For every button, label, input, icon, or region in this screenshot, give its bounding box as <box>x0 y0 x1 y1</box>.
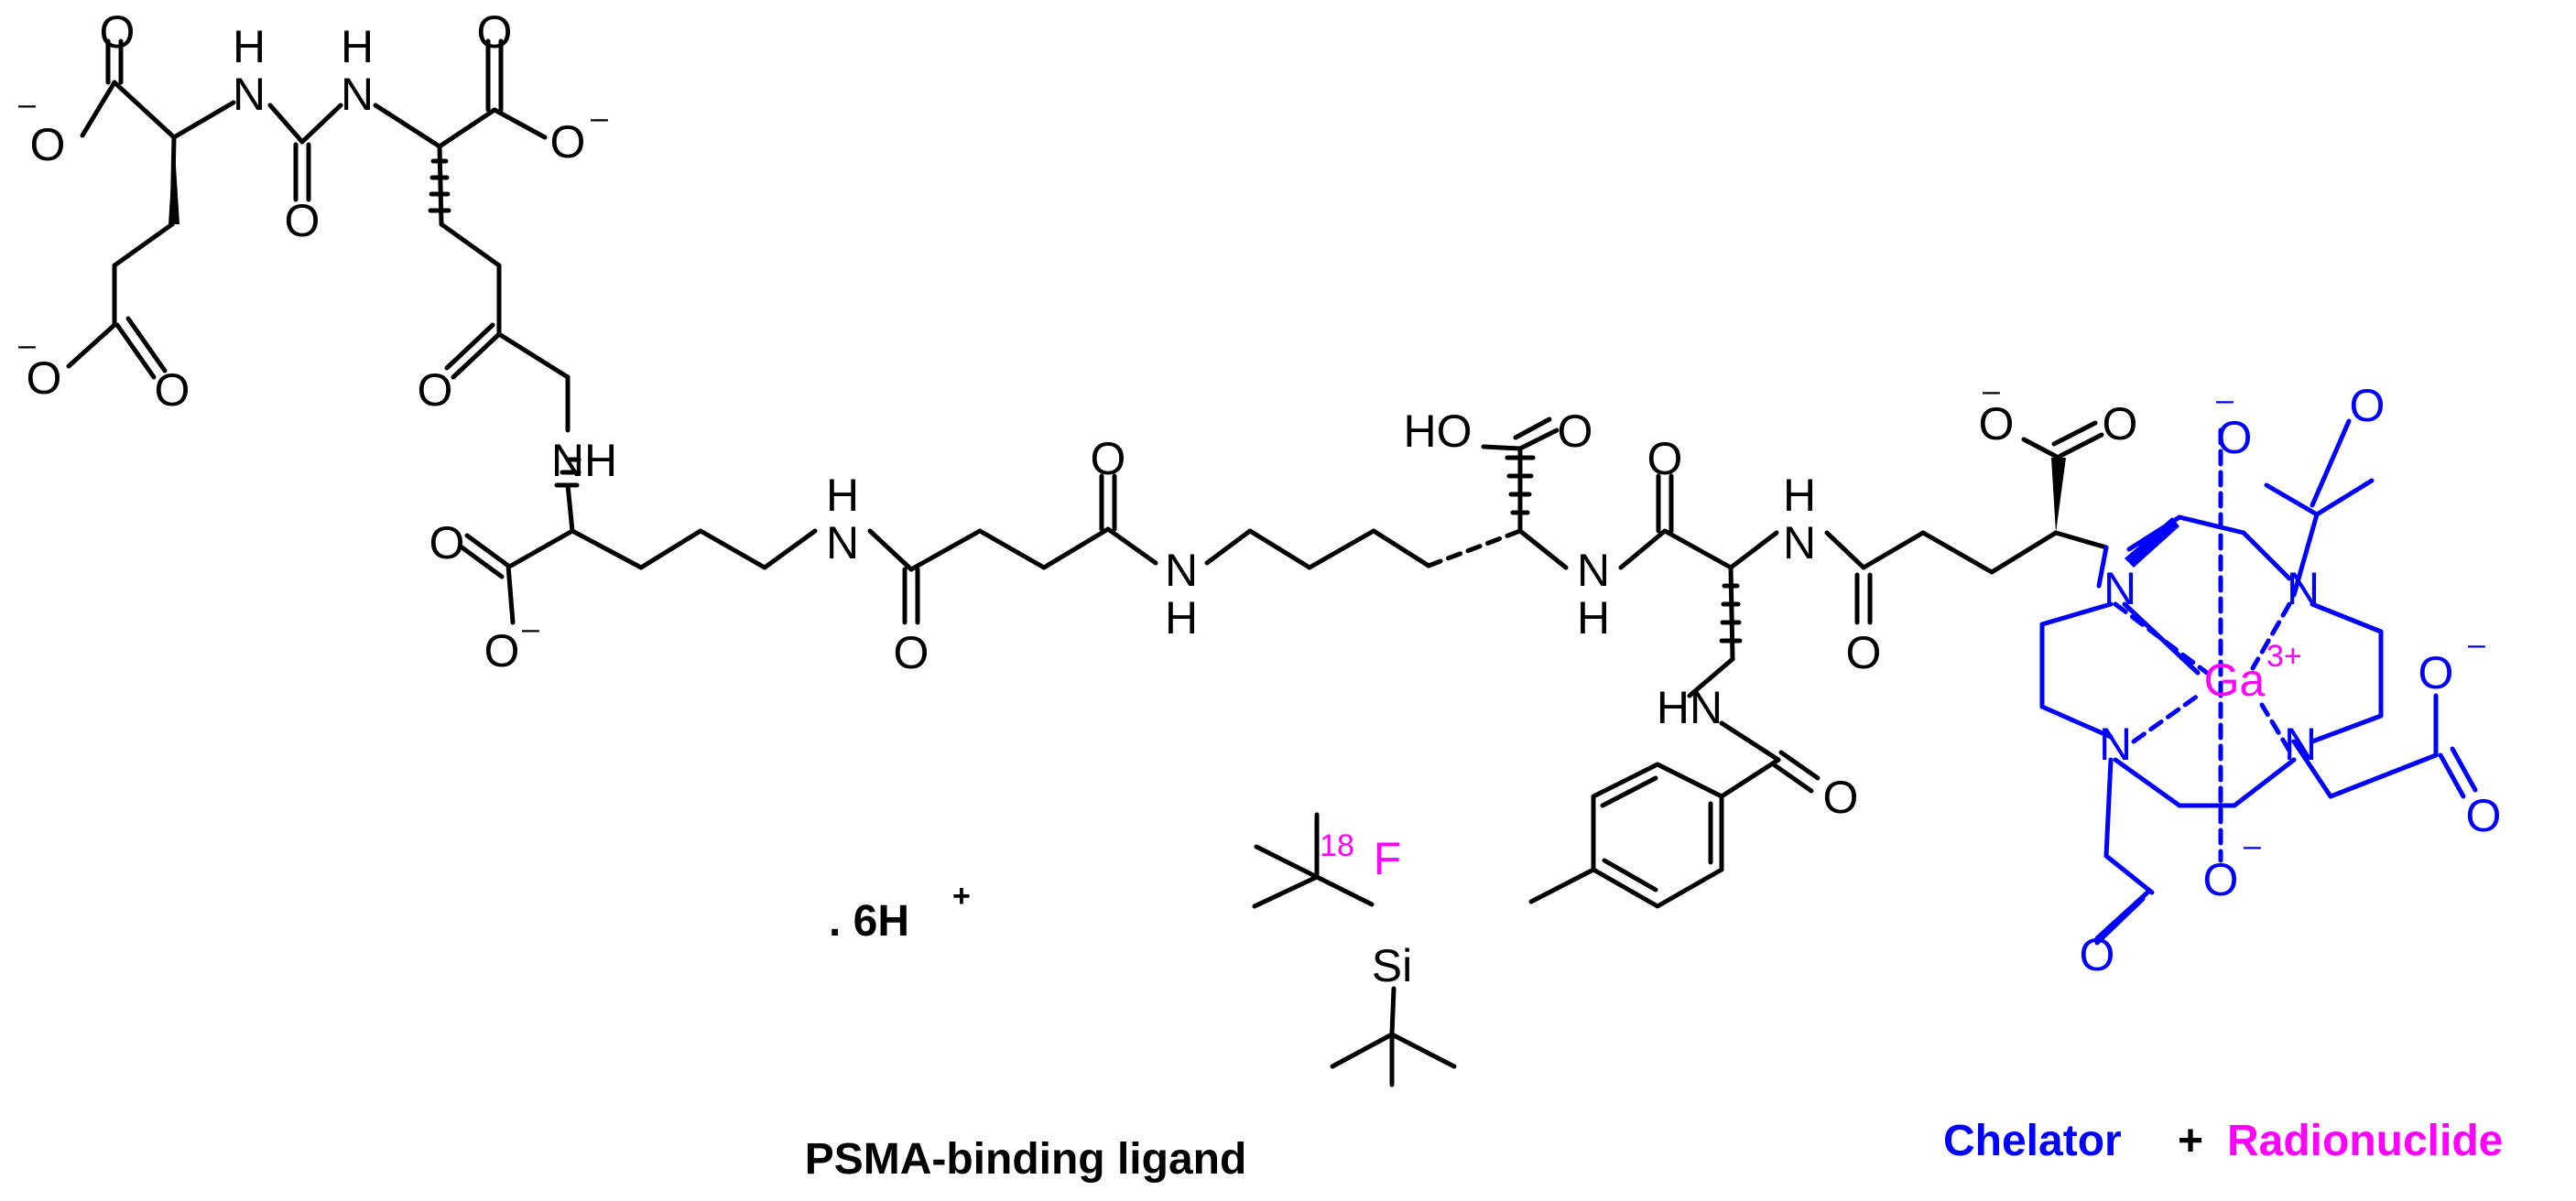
svg-text:O: O <box>1979 398 2015 449</box>
svg-text:+: + <box>952 879 971 914</box>
chelator-bonds <box>2039 418 2478 946</box>
svg-text:–: – <box>2468 627 2485 662</box>
svg-text:O: O <box>484 625 520 676</box>
chelator-caption: Chelator <box>1943 1117 2122 1165</box>
svg-text:O: O <box>27 352 62 404</box>
svg-text:–: – <box>2216 383 2234 417</box>
svg-text:–: – <box>1983 373 2000 408</box>
svg-text:N: N <box>1577 545 1610 596</box>
svg-text:N: N <box>2287 563 2320 614</box>
svg-text:N: N <box>341 69 374 120</box>
svg-text:O: O <box>429 517 465 568</box>
svg-text:O: O <box>1558 406 1593 457</box>
svg-text:H: H <box>826 470 859 521</box>
plus-caption: + <box>2178 1117 2203 1165</box>
chelator-stereo-bonds <box>2125 517 2179 568</box>
svg-text:O: O <box>2217 412 2253 463</box>
svg-text:O: O <box>550 116 586 168</box>
ligand-stereo-bonds <box>168 137 2066 644</box>
svg-text:HN: HN <box>1657 682 1723 733</box>
proton-counterion-label: . 6H + <box>829 879 971 946</box>
svg-text:HO: HO <box>1404 406 1473 457</box>
svg-text:O: O <box>1823 772 1859 823</box>
gallium-label: Ga 3+ <box>2204 639 2302 706</box>
radionuclide-caption: Radionuclide <box>2227 1117 2503 1165</box>
svg-text:H: H <box>233 21 266 72</box>
svg-text:O: O <box>894 627 929 678</box>
svg-text:O: O <box>2418 647 2454 698</box>
svg-text:–: – <box>2244 828 2261 863</box>
svg-text:N: N <box>233 69 266 120</box>
svg-text:Ga: Ga <box>2204 655 2266 706</box>
ligand-caption: PSMA-binding ligand <box>805 1135 1247 1184</box>
svg-text:H: H <box>1165 592 1198 644</box>
svg-text:O: O <box>1647 433 1683 484</box>
svg-text:O: O <box>2080 929 2115 980</box>
svg-text:Si: Si <box>1372 940 1412 991</box>
svg-text:O: O <box>30 119 66 170</box>
svg-text:O: O <box>100 6 136 58</box>
svg-text:H: H <box>1783 470 1816 521</box>
svg-text:N: N <box>2284 719 2317 770</box>
svg-text:H: H <box>341 21 374 72</box>
svg-text:18: 18 <box>1320 828 1354 863</box>
svg-text:–: – <box>522 611 539 646</box>
svg-text:N: N <box>1783 517 1816 568</box>
svg-text:N: N <box>2103 563 2136 614</box>
svg-text:O: O <box>2350 380 2386 431</box>
svg-text:3+: 3+ <box>2266 639 2302 674</box>
svg-text:O: O <box>1091 433 1126 484</box>
svg-text:N: N <box>826 517 859 568</box>
ligand-atom-labels: O O – H N H N O O O – O – O O NH O O – H… <box>18 6 2137 991</box>
svg-text:O: O <box>285 195 321 246</box>
svg-text:N: N <box>2099 719 2132 770</box>
chelator-atom-labels: N N N N O – O O – O O – O <box>2080 380 2502 980</box>
svg-text:–: – <box>591 101 608 135</box>
chelator-radionuclide-caption: Chelator + Radionuclide <box>1943 1117 2503 1165</box>
svg-text:O: O <box>1846 627 1882 678</box>
fluorine-18-label: 18 F <box>1320 828 1401 884</box>
svg-text:H: H <box>1577 592 1610 644</box>
svg-text:O: O <box>2103 398 2138 449</box>
svg-text:N: N <box>1165 545 1198 596</box>
svg-text:–: – <box>18 87 36 122</box>
svg-text:O: O <box>2203 854 2239 905</box>
svg-text:–: – <box>18 328 36 362</box>
svg-text:O: O <box>418 364 453 416</box>
svg-text:. 6H: . 6H <box>829 897 909 946</box>
svg-text:O: O <box>155 364 190 416</box>
svg-text:O: O <box>2466 790 2502 841</box>
svg-text:NH: NH <box>551 435 617 486</box>
svg-text:O: O <box>477 6 513 58</box>
svg-text:F: F <box>1374 833 1402 884</box>
